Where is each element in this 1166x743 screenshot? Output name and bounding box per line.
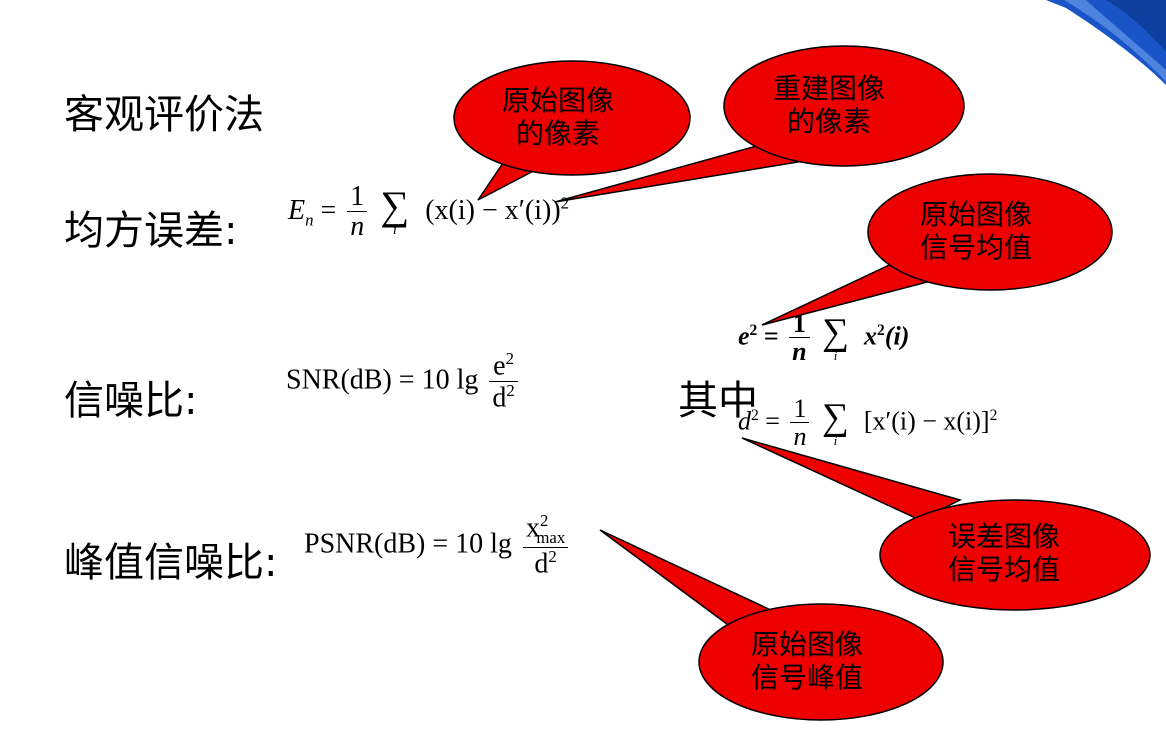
callout-orig-mean-shape <box>761 173 1113 326</box>
numerator-exponent: 2 <box>505 349 514 368</box>
summation: ∑i <box>821 395 849 448</box>
formula-symbol: d <box>738 406 751 436</box>
callout-line1: 原始图像 <box>920 198 1033 231</box>
callout-line1: 误差图像 <box>948 520 1061 553</box>
formula-body: [x′(i) − x(i)] <box>863 406 990 436</box>
formula-subscript: n <box>305 210 314 230</box>
corner-swoosh-decoration <box>1046 0 1166 85</box>
fraction-denominator: d <box>534 547 549 579</box>
callout-orig-peak: 原始图像 信号峰值 <box>751 628 863 694</box>
fraction-denominator: d <box>492 382 507 414</box>
formula-symbol: e <box>738 321 750 351</box>
formula-equals: = <box>758 406 787 436</box>
formula-equals: = <box>313 195 344 227</box>
callout-line2: 的像素 <box>516 117 601 150</box>
numerator-subscript: max <box>536 527 566 547</box>
summation: ∑i <box>380 183 410 238</box>
sigma-index: i <box>833 432 838 448</box>
heading-qizhong: 其中 <box>678 378 758 424</box>
fraction-numerator: e <box>493 350 506 382</box>
page-title: 客观评价法 <box>64 92 264 138</box>
callout-orig-mean: 原始图像 信号均值 <box>920 198 1032 264</box>
denominator-exponent: 2 <box>506 380 515 400</box>
heading-snr: 信噪比: <box>64 378 198 424</box>
sigma-symbol: ∑ <box>380 183 410 229</box>
fraction-numerator: 1 <box>347 182 368 213</box>
sigma-index: i <box>833 347 838 363</box>
callout-line2: 信号均值 <box>948 553 1061 586</box>
heading-mse: 均方误差: <box>64 208 238 254</box>
fraction-numerator: 1 <box>790 395 810 424</box>
denominator-exponent: 2 <box>548 546 557 566</box>
sigma-symbol: ∑ <box>822 310 850 353</box>
sigma-symbol: ∑ <box>821 395 849 438</box>
formula-lhs: PSNR(dB) = 10 lg <box>304 528 512 560</box>
formula-body: (x(i) − x′(i)) <box>425 195 561 227</box>
callout-recon-pixel: 重建图像 的像素 <box>773 72 885 138</box>
callout-orig-peak-shape <box>599 529 944 721</box>
callout-orig-pixel: 原始图像 的像素 <box>502 84 614 150</box>
callout-line1: 原始图像 <box>502 84 615 117</box>
callout-line1: 原始图像 <box>751 628 864 661</box>
heading-psnr: 峰值信噪比: <box>64 540 278 586</box>
numerator-exponent: 2 <box>539 511 549 530</box>
formula-body-tail: (i) <box>884 321 910 351</box>
fraction-denominator: n <box>793 422 807 452</box>
callout-err-mean-shape <box>741 437 1151 611</box>
callout-line2: 信号峰值 <box>751 661 864 694</box>
formula-lhs: SNR(dB) = 10 lg <box>286 364 479 396</box>
callout-err-mean: 误差图像 信号均值 <box>948 520 1060 586</box>
formula-equals: = <box>757 321 786 351</box>
formula-body-exponent: 2 <box>877 321 885 339</box>
formula-body-exponent: 2 <box>989 406 998 424</box>
callout-line2: 信号均值 <box>920 231 1033 264</box>
formula-exponent: 2 <box>749 321 758 339</box>
formula-symbol: E <box>288 195 306 227</box>
formula-exponent: 2 <box>560 193 570 213</box>
summation: ∑i <box>822 310 850 363</box>
callout-line1: 重建图像 <box>773 72 886 105</box>
callout-line2: 的像素 <box>787 105 872 138</box>
sigma-index: i <box>392 222 397 238</box>
callout-recon-pixel-shape <box>554 45 965 203</box>
formula-body: x <box>864 321 878 351</box>
fraction-numerator: 1 <box>789 310 810 339</box>
fraction-numerator: x <box>525 512 540 544</box>
callout-orig-pixel-shape <box>453 60 691 201</box>
fraction-denominator: n <box>792 337 807 367</box>
formula-exponent: 2 <box>751 406 759 424</box>
fraction-denominator: n <box>350 211 365 243</box>
